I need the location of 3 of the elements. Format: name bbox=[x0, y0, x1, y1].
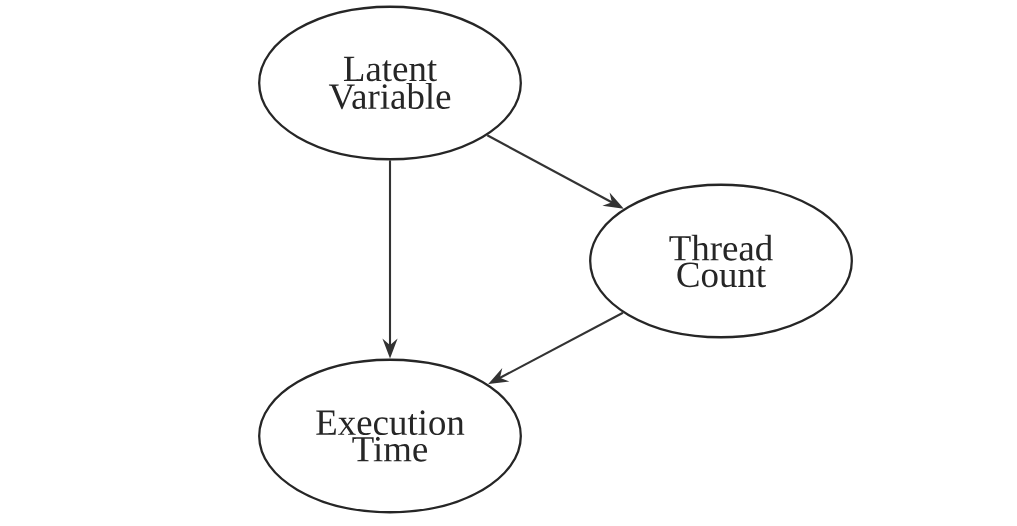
ellipse-node: Execution Time bbox=[258, 358, 522, 514]
ellipse-node: Latent Variable bbox=[258, 5, 522, 161]
ellipse-node: Thread Count bbox=[589, 183, 853, 339]
